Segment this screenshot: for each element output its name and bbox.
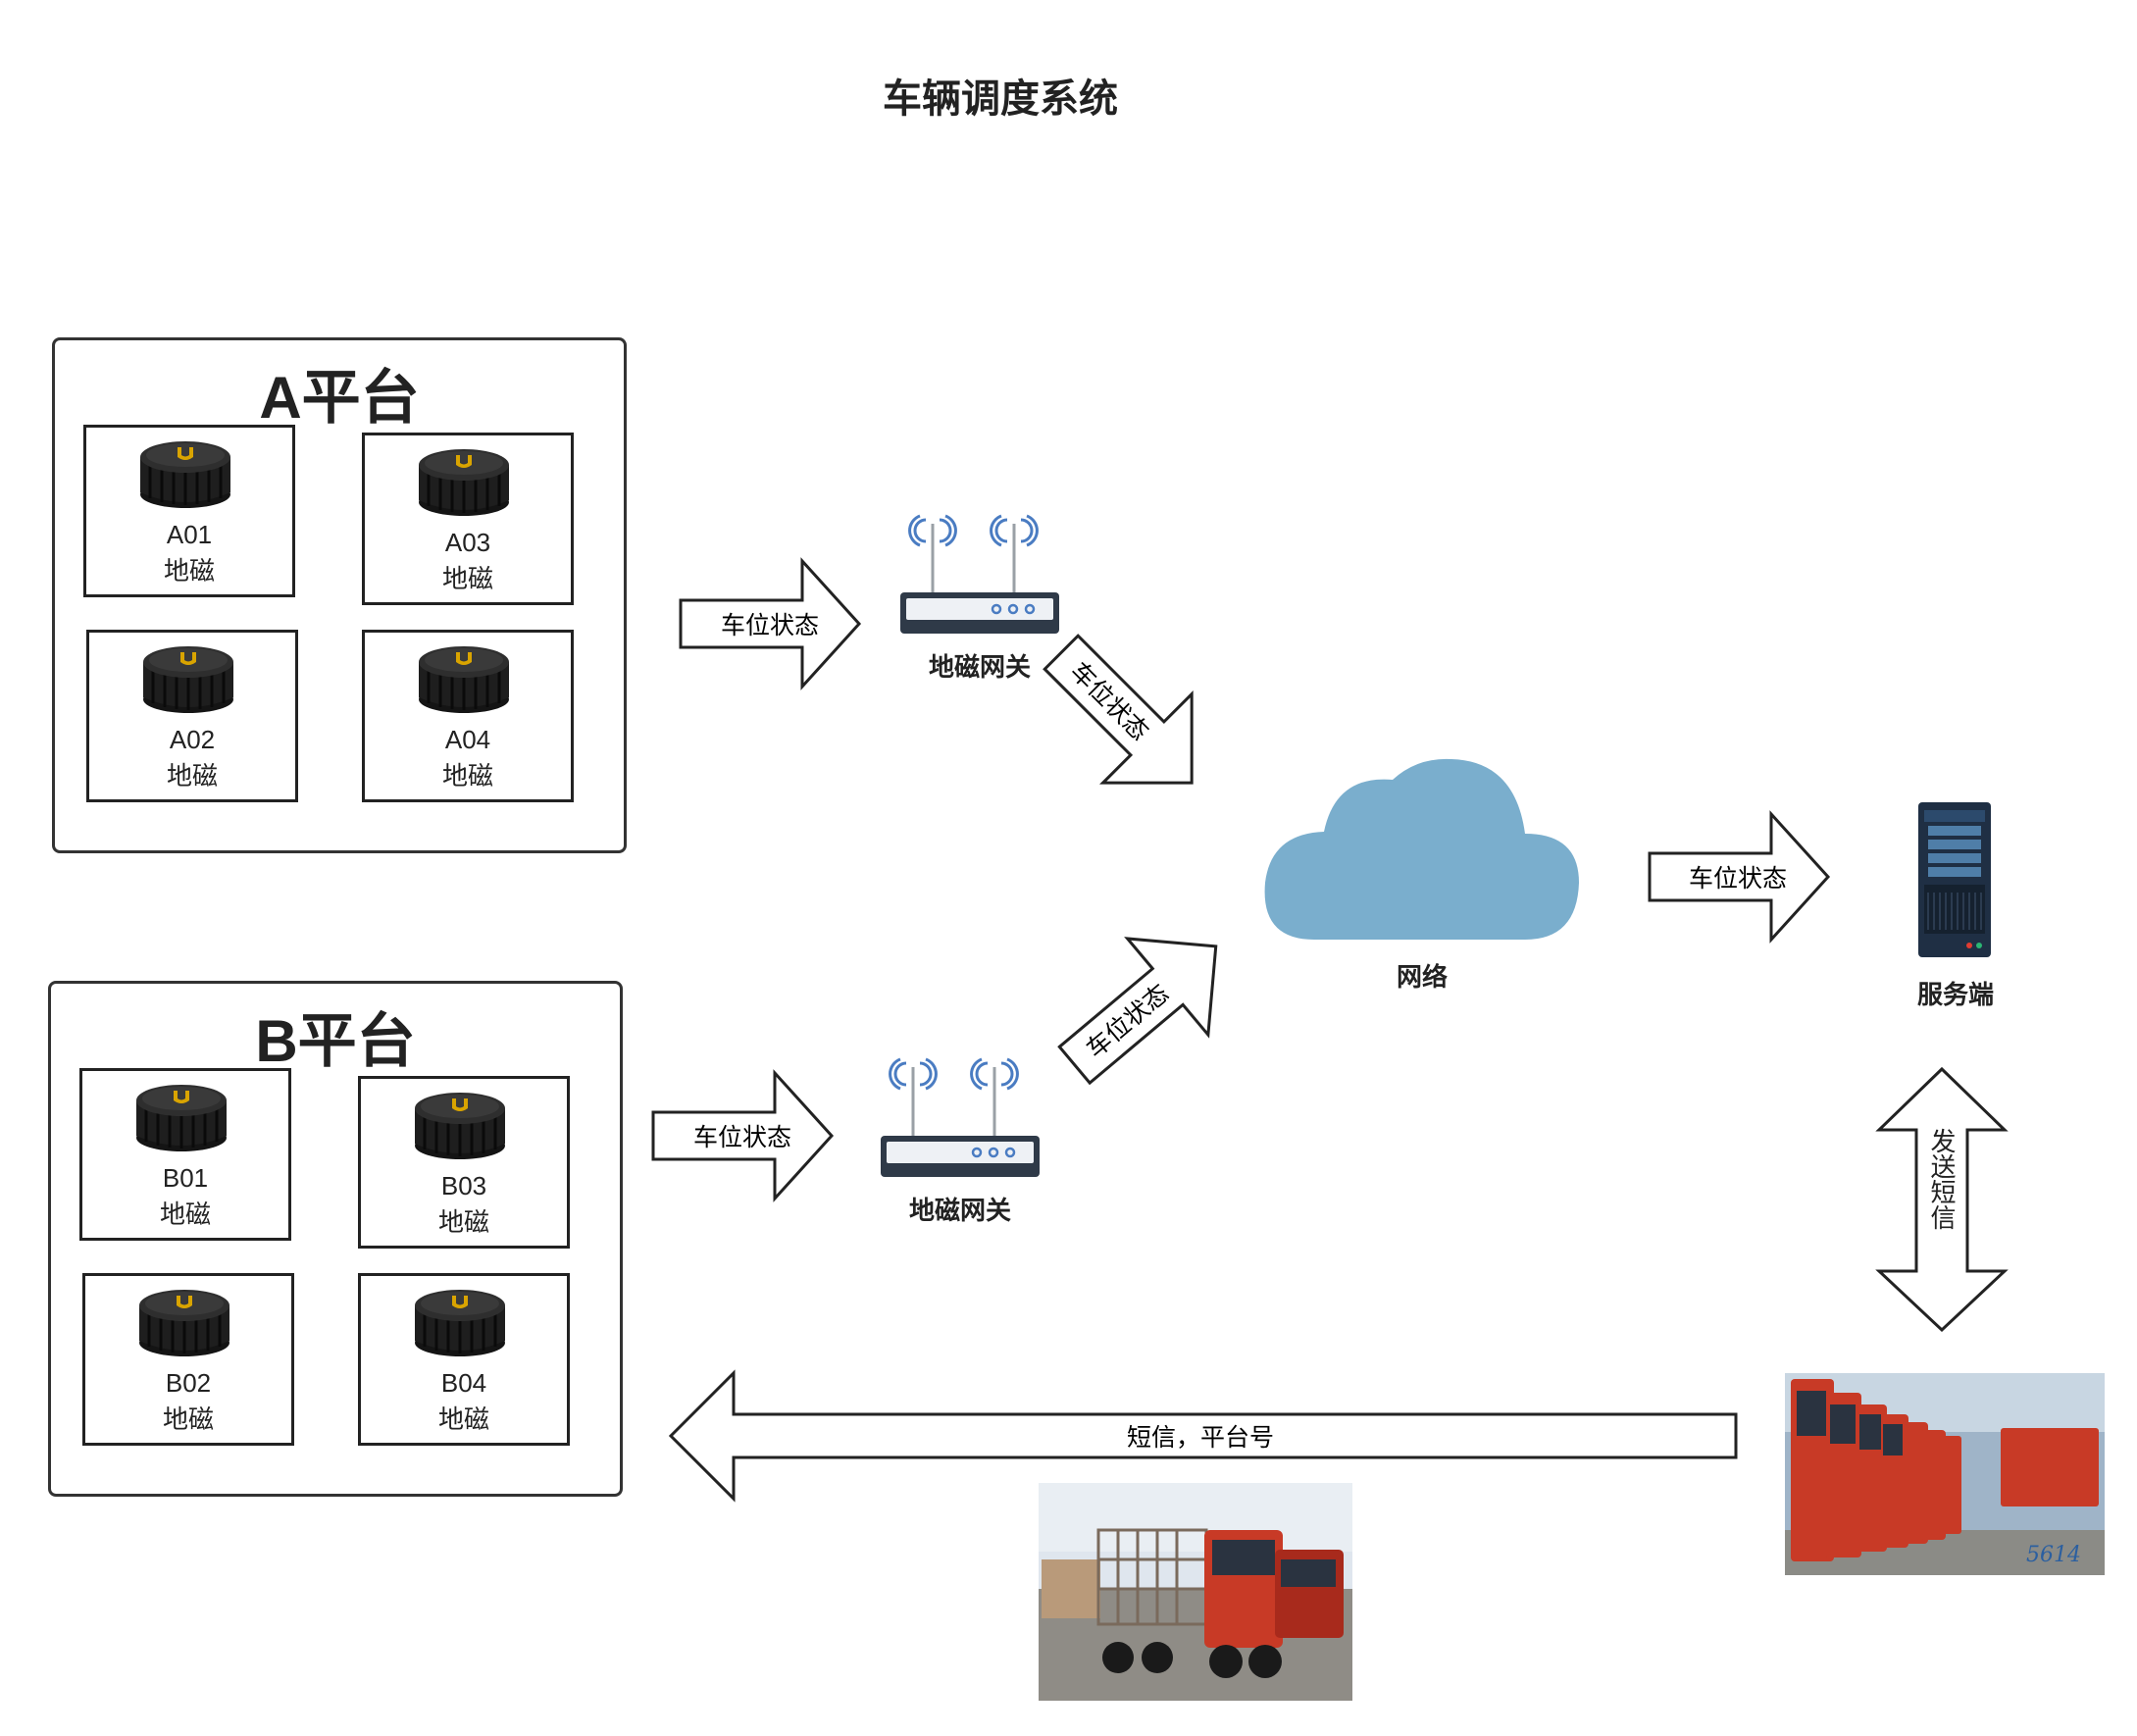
sensor-a04: A04 地磁 — [362, 630, 574, 802]
router-icon — [879, 1057, 1042, 1179]
platform-a-title: A平台 — [259, 365, 420, 431]
sensor-type: 地磁 — [163, 557, 215, 587]
sensor-b04: B04 地磁 — [358, 1273, 570, 1446]
sensor-type: 地磁 — [437, 1405, 489, 1435]
sensor-a02: A02 地磁 — [86, 630, 298, 802]
sensor-id: B01 — [162, 1163, 209, 1193]
server-label: 服务端 — [1916, 981, 1994, 1010]
arrow-server-sms — [1875, 1066, 2009, 1333]
truck-fleet-photo: 5614 — [1785, 1373, 2105, 1575]
cloud-icon — [1264, 758, 1579, 940]
gateway-a-label: 地磁网关 — [928, 653, 1031, 683]
svg-text:5614: 5614 — [2026, 1543, 2081, 1567]
platform-b-title: B平台 — [255, 1008, 416, 1074]
sensor-id: B03 — [440, 1171, 487, 1200]
sensor-type: 地磁 — [437, 1208, 489, 1238]
arrow-b-to-gateway: 车位状态 — [651, 1069, 835, 1202]
network-label: 网络 — [1396, 963, 1448, 993]
arrow-label: 车位状态 — [1689, 864, 1787, 893]
sensor-type: 地磁 — [166, 762, 218, 791]
sensor-a01: A01 地磁 — [83, 425, 295, 597]
arrow-label: 短信，平台号 — [1127, 1423, 1274, 1452]
platform-b: B平台 B01 地磁 B03 地磁 B02 地磁 B04 地磁 — [48, 981, 623, 1497]
arrow-trucks-to-platform: 短信，平台号 — [668, 1369, 1738, 1503]
arrow-a-to-gateway: 车位状态 — [679, 557, 862, 690]
sensor-type: 地磁 — [441, 762, 493, 791]
sensor-id: A02 — [169, 725, 216, 754]
sensor-id: B04 — [440, 1368, 487, 1398]
sms-arrow-label: 发送短信 — [1926, 1128, 1956, 1230]
truck-photo — [1039, 1483, 1352, 1701]
sensor-type: 地磁 — [159, 1200, 211, 1230]
sensor-id: A04 — [444, 725, 491, 754]
sensor-b01: B01 地磁 — [79, 1068, 291, 1241]
sensor-type: 地磁 — [162, 1405, 214, 1435]
arrow-network-to-server: 车位状态 — [1648, 810, 1831, 944]
router-icon — [898, 514, 1061, 636]
sensor-id: A03 — [444, 528, 491, 557]
platform-a: A平台 A01 地磁 A03 地磁 A02 地磁 A04 地磁 — [52, 337, 627, 853]
arrow-gateway-a-to-network: 车位状态 — [1043, 634, 1194, 785]
sensor-type: 地磁 — [441, 565, 493, 594]
sensor-id: B02 — [165, 1368, 212, 1398]
sensor-id: A01 — [166, 520, 213, 549]
server-icon — [1918, 802, 1991, 957]
sensor-b02: B02 地磁 — [82, 1273, 294, 1446]
arrow-label: 车位状态 — [721, 611, 819, 639]
diagram-title: 车辆调度系统 — [883, 77, 1118, 122]
arrow-label: 车位状态 — [693, 1123, 791, 1151]
arrow-gateway-b-to-network: 车位状态 — [1057, 937, 1218, 1086]
sensor-b03: B03 地磁 — [358, 1076, 570, 1249]
gateway-b-label: 地磁网关 — [908, 1197, 1011, 1226]
sensor-a03: A03 地磁 — [362, 433, 574, 605]
